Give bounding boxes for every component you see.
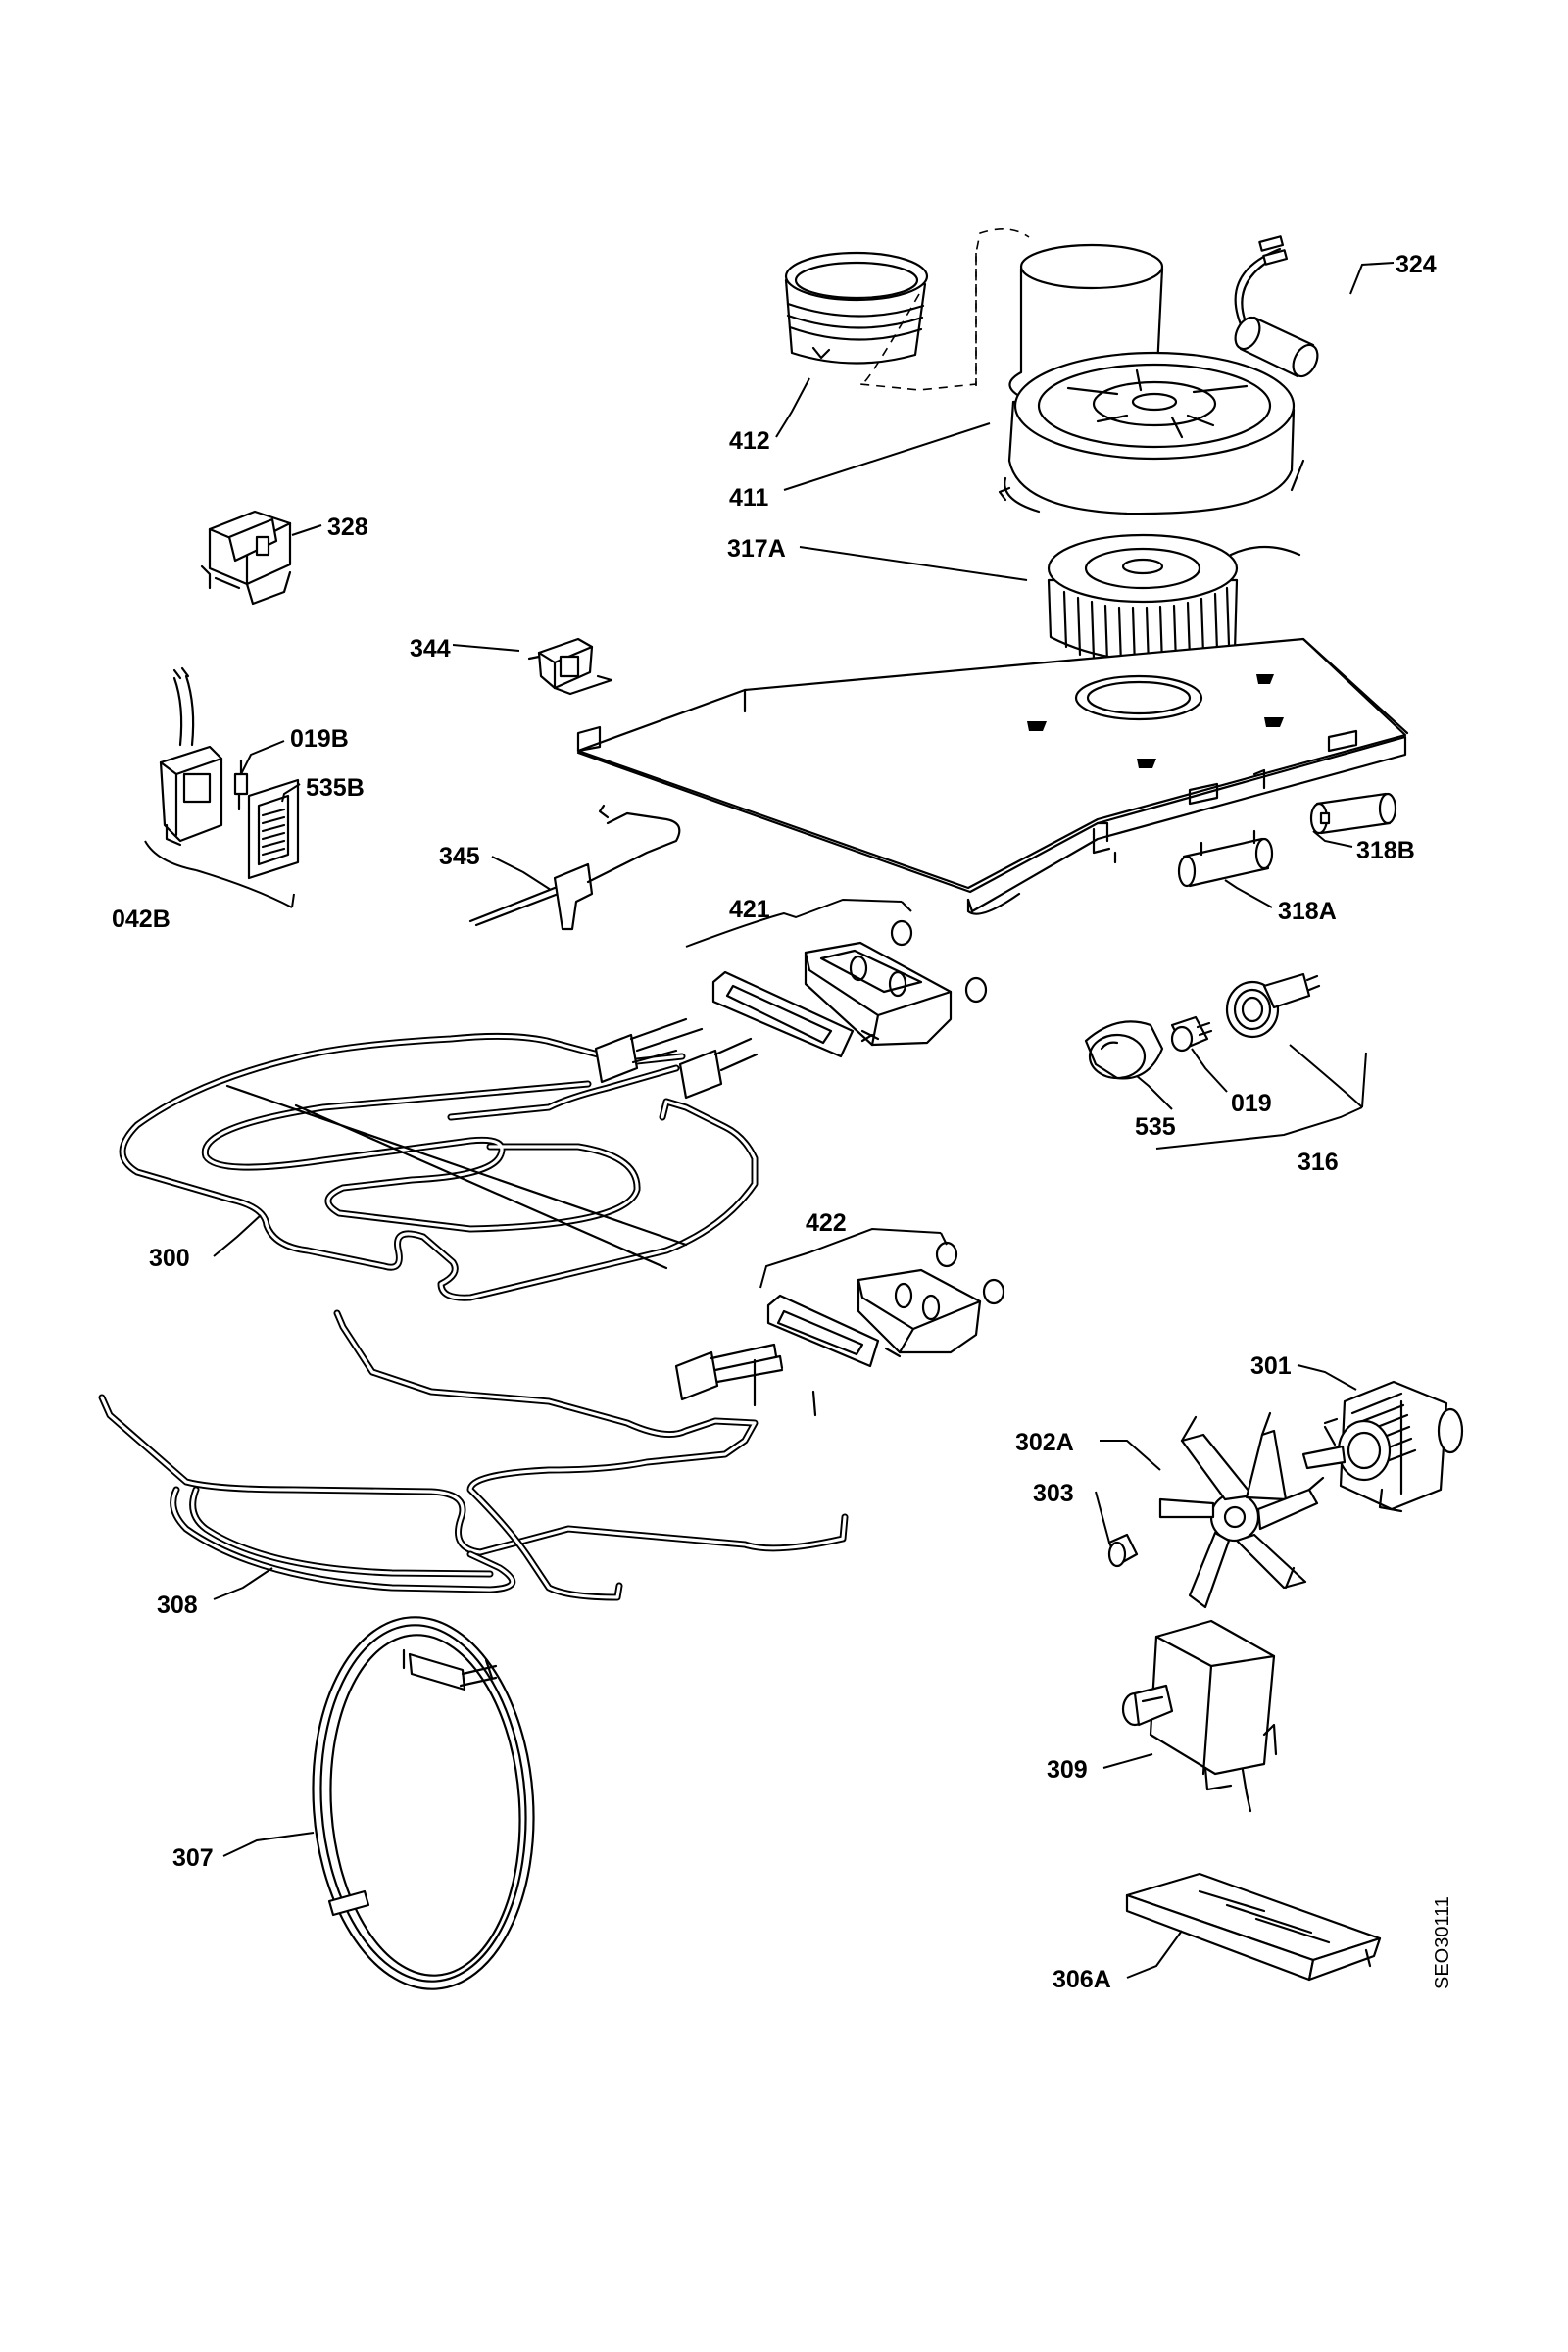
fan-blade-302A xyxy=(1158,1411,1325,1609)
label-328: 328 xyxy=(327,514,368,541)
label-042B: 042B xyxy=(112,906,171,933)
timer-309 xyxy=(1121,1619,1278,1813)
capacitor-324 xyxy=(1234,235,1319,378)
grill-element-300 xyxy=(119,1017,759,1301)
fan-motor-301 xyxy=(1301,1380,1464,1513)
label-306A: 306A xyxy=(1053,1966,1111,1993)
transformer-328 xyxy=(200,510,292,606)
label-344: 344 xyxy=(410,635,451,662)
lens-535B xyxy=(247,778,300,880)
base-plate xyxy=(576,637,1409,915)
label-307: 307 xyxy=(172,1844,214,1872)
label-535B: 535B xyxy=(306,774,365,802)
label-303: 303 xyxy=(1033,1480,1074,1507)
lamp-assembly-042B xyxy=(159,666,223,847)
label-422: 422 xyxy=(806,1209,847,1237)
label-019: 019 xyxy=(1231,1090,1272,1117)
terminal-block-422 xyxy=(766,1241,1005,1368)
label-324: 324 xyxy=(1396,251,1437,278)
lamp-holder-318A xyxy=(1177,829,1274,888)
label-318B: 318B xyxy=(1356,837,1415,864)
label-300: 300 xyxy=(149,1245,190,1272)
bottom-element-308 xyxy=(98,1309,849,1601)
label-316: 316 xyxy=(1298,1149,1339,1176)
label-412: 412 xyxy=(729,427,770,455)
label-301: 301 xyxy=(1250,1352,1292,1380)
leader-lines xyxy=(213,262,1395,1979)
lamp-holder-318B xyxy=(1309,792,1397,835)
part-labels: 324 412 411 317A 328 344 019B 535B 042B … xyxy=(112,251,1453,1993)
fan-impeller-317A xyxy=(1047,533,1301,668)
label-318A: 318A xyxy=(1278,898,1337,925)
nut-303 xyxy=(1107,1533,1139,1568)
label-421: 421 xyxy=(729,896,770,923)
label-019B: 019B xyxy=(290,725,349,753)
label-309: 309 xyxy=(1047,1756,1088,1784)
drawing-reference-code: SEO30111 xyxy=(1432,1896,1453,1989)
temperature-probe-345 xyxy=(468,804,681,931)
lamp-cover-535 xyxy=(1084,1020,1164,1080)
label-308: 308 xyxy=(157,1592,198,1619)
lamp-holder-316 xyxy=(1225,972,1321,1039)
bracket-344 xyxy=(527,637,613,696)
duct-ring-412 xyxy=(784,251,929,365)
lamp-019 xyxy=(1170,1015,1213,1053)
label-535: 535 xyxy=(1135,1113,1176,1141)
label-302A: 302A xyxy=(1015,1429,1074,1456)
lamp-019B xyxy=(233,759,249,811)
label-345: 345 xyxy=(439,843,480,870)
label-411: 411 xyxy=(729,484,768,512)
ring-element-307 xyxy=(312,1616,535,1990)
terminal-block-421 xyxy=(711,919,988,1058)
fan-housing-411 xyxy=(998,243,1305,515)
cover-plate-306A xyxy=(1125,1872,1382,1982)
label-317A: 317A xyxy=(727,535,786,563)
